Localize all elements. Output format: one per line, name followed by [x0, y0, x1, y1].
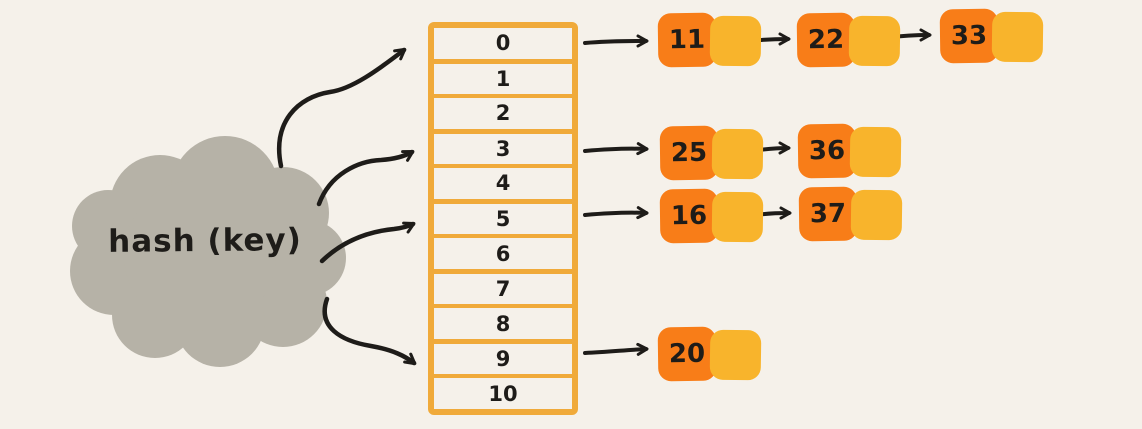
bucket-cell-4: 4	[434, 168, 572, 204]
hash-cloud-shape	[70, 136, 346, 367]
arrow-hash-to-bucket-3	[316, 149, 415, 207]
bucket-index-label: 4	[495, 171, 511, 196]
node-value: 33	[939, 8, 999, 64]
bucket-index-label: 5	[495, 207, 511, 231]
node-pointer	[991, 11, 1044, 63]
bucket-index-label: 6	[495, 241, 511, 266]
bucket-array: 0 1 2 3 4 5 6 7 8 9 10	[428, 22, 578, 415]
node-pointer	[849, 126, 902, 178]
node-value: 37	[798, 186, 858, 242]
node-pointer	[709, 329, 762, 381]
node-value: 11	[657, 12, 717, 68]
list-node-25: 25	[659, 125, 764, 181]
node-value: 20	[657, 326, 717, 382]
bucket-index-label: 8	[495, 311, 511, 336]
bucket-cell-10: 10	[434, 378, 572, 409]
arrow-bucket5-to-node-16	[583, 206, 649, 220]
arrow-hash-to-bucket-5	[319, 221, 416, 264]
bucket-cell-6: 6	[434, 238, 572, 274]
list-node-22: 22	[796, 12, 901, 68]
bucket-cell-7: 7	[434, 274, 572, 309]
bucket-cell-2: 2	[434, 98, 572, 134]
list-node-11: 11	[657, 12, 762, 68]
bucket-cell-8: 8	[434, 308, 572, 344]
node-pointer	[850, 189, 903, 241]
list-node-33: 33	[939, 8, 1044, 64]
arrow-hash-to-bucket-9	[322, 296, 417, 366]
bucket-cell-9: 9	[434, 344, 572, 379]
list-node-20: 20	[657, 326, 762, 382]
list-node-37: 37	[798, 186, 903, 242]
bucket-cell-3: 3	[434, 134, 572, 169]
arrow-bucket3-to-node-25	[583, 142, 649, 156]
bucket-index-label: 2	[495, 101, 511, 126]
bucket-index-label: 3	[495, 136, 511, 161]
arrow-bucket9-to-node-20	[583, 342, 649, 356]
list-node-16: 16	[659, 188, 764, 244]
node-value: 36	[797, 123, 857, 179]
hash-function-label: hash (key)	[108, 222, 302, 260]
bucket-cell-0: 0	[434, 28, 572, 64]
list-node-36: 36	[797, 123, 902, 179]
bucket-index-label: 0	[495, 31, 511, 56]
node-value: 22	[796, 12, 856, 68]
node-pointer	[709, 15, 762, 67]
node-pointer	[711, 191, 764, 243]
bucket-cell-1: 1	[434, 64, 572, 99]
bucket-index-label: 9	[495, 347, 511, 372]
arrow-hash-to-bucket-0	[277, 47, 407, 169]
arrow-bucket0-to-node-11	[583, 34, 649, 48]
bucket-cell-5: 5	[434, 204, 572, 239]
node-pointer	[848, 15, 901, 67]
node-value: 25	[659, 125, 719, 181]
bucket-index-label: 10	[488, 381, 518, 406]
node-pointer	[711, 128, 764, 180]
bucket-index-label: 1	[495, 66, 511, 91]
node-value: 16	[659, 188, 719, 244]
bucket-index-label: 7	[495, 277, 511, 302]
